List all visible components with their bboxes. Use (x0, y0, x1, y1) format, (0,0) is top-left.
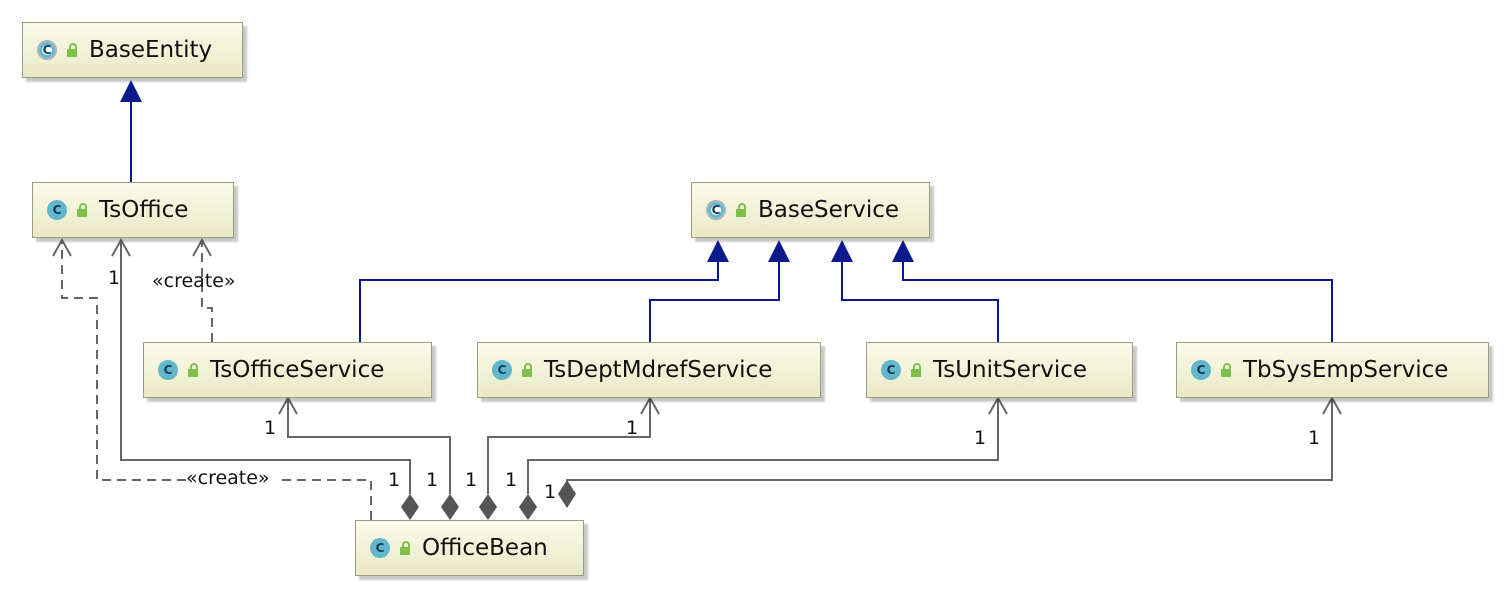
association-arrowhead-tbsysempservice (1322, 395, 1342, 415)
class-name: TsUnitService (933, 357, 1088, 383)
inheritance-tsdeptmdrefservice-baseservice (649, 260, 780, 342)
class-node-tsofficeservice[interactable]: C TsOfficeService (143, 342, 432, 398)
class-name: BaseEntity (89, 37, 213, 63)
abstract-class-icon: C (706, 200, 726, 220)
multiplicity-bean-1: 1 (388, 469, 400, 491)
class-icon: C (370, 538, 390, 558)
multiplicity-bean-5: 1 (544, 481, 556, 503)
association-arrowhead-tsoffice (111, 237, 131, 257)
class-name: TbSysEmpService (1243, 357, 1449, 383)
inheritance-arrowhead-1 (707, 240, 729, 262)
dependency-tsofficeservice-tsoffice (201, 240, 213, 342)
composition-diamond-1 (401, 494, 419, 520)
multiplicity-bean-2: 1 (426, 469, 438, 491)
class-icon: C (158, 360, 178, 380)
multiplicity-tsdeptmdrefservice: 1 (626, 417, 638, 439)
class-icon: C (1191, 360, 1211, 380)
inheritance-tsofficeservice-baseservice (359, 260, 719, 342)
inheritance-arrowhead-4 (892, 240, 914, 262)
class-node-officebean[interactable]: C OfficeBean (355, 520, 584, 576)
class-icon: C (881, 360, 901, 380)
association-arrowhead-tsofficeservice (278, 395, 298, 415)
multiplicity-tsofficeservice: 1 (264, 417, 276, 439)
class-node-baseentity[interactable]: C BaseEntity (22, 22, 243, 78)
public-visibility-icon (188, 363, 198, 377)
multiplicity-tsoffice: 1 (108, 267, 120, 289)
public-visibility-icon (1221, 363, 1231, 377)
stereotype-create-top: «create» (152, 270, 236, 292)
public-visibility-icon (911, 363, 921, 377)
class-node-baseservice[interactable]: C BaseService (691, 182, 930, 238)
association-officebean-tsdeptmdrefservice (487, 398, 651, 494)
public-visibility-icon (522, 363, 532, 377)
public-visibility-icon (77, 203, 87, 217)
abstract-class-icon: C (37, 40, 57, 60)
class-name: BaseService (758, 197, 900, 223)
association-arrowhead-tsunitservice (988, 395, 1008, 415)
public-visibility-icon (400, 541, 410, 555)
class-name: TsOffice (99, 197, 189, 223)
class-name: OfficeBean (422, 535, 548, 561)
inheritance-arrowhead-baseentity (120, 80, 142, 102)
class-node-tbsysempservice[interactable]: C TbSysEmpService (1176, 342, 1489, 398)
class-name: TsOfficeService (210, 357, 385, 383)
association-arrowhead-tsdeptmdrefservice (640, 395, 660, 415)
multiplicity-bean-4: 1 (505, 469, 517, 491)
association-officebean-tsoffice (120, 240, 411, 494)
composition-diamond-5 (558, 480, 576, 508)
composition-diamond-3 (479, 494, 497, 520)
inheritance-arrowhead-3 (831, 240, 853, 262)
composition-diamond-2 (441, 494, 459, 520)
association-officebean-tsofficeservice (287, 398, 451, 494)
association-officebean-tbsysempservice (566, 398, 1333, 494)
class-icon: C (47, 200, 67, 220)
class-icon: C (492, 360, 512, 380)
dependency-arrowhead-tsoffice-left (52, 237, 72, 257)
stereotype-create-bottom: «create» (186, 467, 270, 489)
composition-diamond-4 (519, 494, 537, 520)
dependency-arrowhead-tsoffice-right (192, 237, 212, 257)
multiplicity-tsunitservice: 1 (974, 427, 986, 449)
dependency-officebean-tsoffice (61, 240, 372, 520)
class-node-tsdeptmdrefservice[interactable]: C TsDeptMdrefService (477, 342, 821, 398)
public-visibility-icon (67, 43, 77, 57)
multiplicity-tbsysempservice: 1 (1308, 427, 1320, 449)
association-officebean-tsunitservice (527, 398, 999, 494)
class-name: TsDeptMdrefService (544, 357, 773, 383)
inheritance-tsunitservice-baseservice (841, 260, 999, 342)
class-node-tsoffice[interactable]: C TsOffice (32, 182, 234, 238)
class-node-tsunitservice[interactable]: C TsUnitService (866, 342, 1133, 398)
public-visibility-icon (736, 203, 746, 217)
inheritance-arrowhead-2 (768, 240, 790, 262)
inheritance-tbsysempservice-baseservice (902, 260, 1333, 342)
multiplicity-bean-3: 1 (465, 469, 477, 491)
